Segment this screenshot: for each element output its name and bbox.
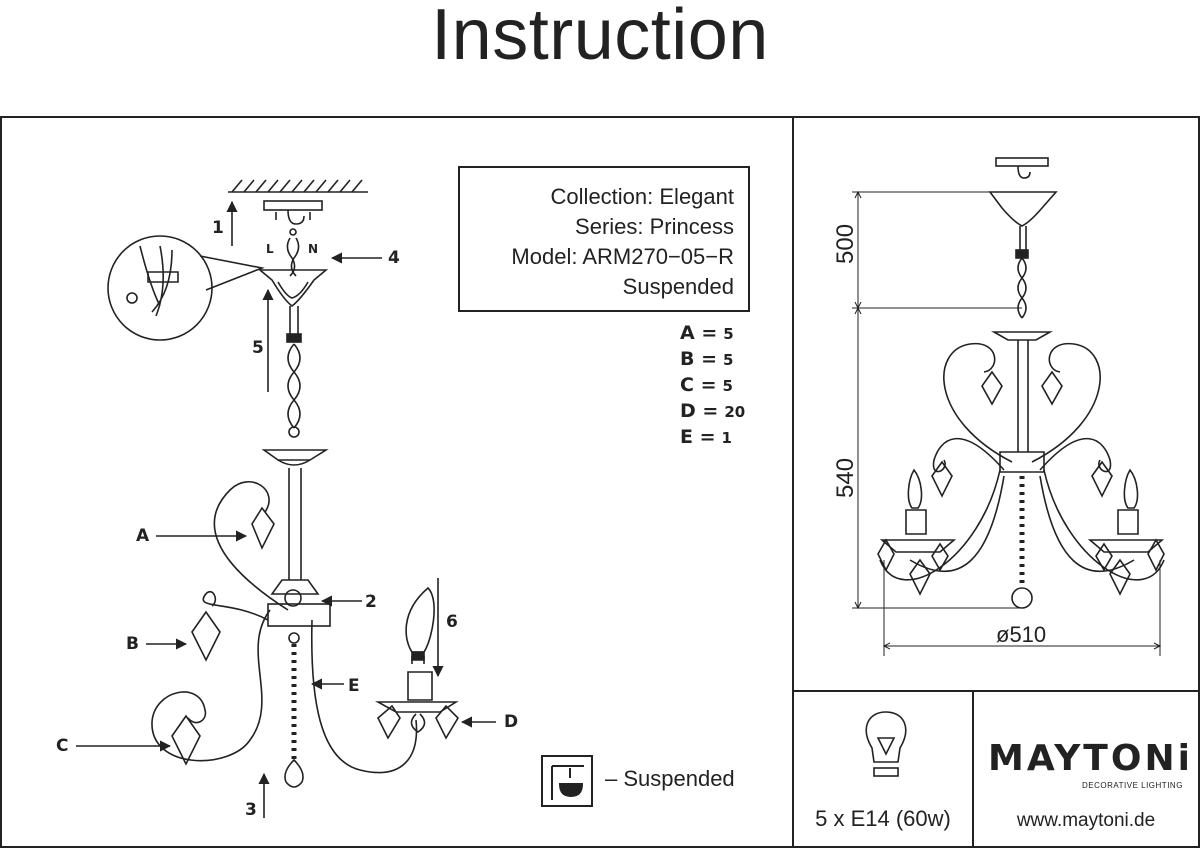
quantity-row: C =5: [680, 374, 733, 396]
part-e-label: E: [348, 676, 360, 696]
mounting-bracket: [263, 200, 323, 211]
quantity-row: B =5: [680, 348, 734, 370]
quantity-list: A =5 B =5 C =5 D =20 E =1: [680, 322, 745, 452]
part-a-label: A: [136, 526, 150, 546]
crystal-a: [251, 506, 275, 550]
quantity-row: A =5: [680, 322, 734, 344]
step-1-label: 1: [212, 218, 224, 238]
quantity-row: D =20: [680, 400, 746, 422]
crystal-c: [171, 714, 201, 766]
canopy: [257, 269, 329, 308]
part-c-label: C: [56, 736, 69, 756]
collection-text: Collection: Elegant: [550, 184, 734, 209]
bulb-icon: [865, 711, 907, 777]
step-5-label: 5: [252, 338, 264, 358]
bulb-spec: 5 x E14 (60w): [815, 806, 951, 831]
divider-horizontal: [794, 690, 1198, 692]
suspended-icon: [541, 755, 593, 807]
crystal-b: [191, 610, 221, 662]
hook: [287, 209, 305, 225]
step-3-label: 3: [245, 800, 257, 820]
model-text: Model: ARM270−05−R: [511, 244, 734, 269]
candle-bulb: [405, 586, 435, 653]
chain: [287, 343, 301, 429]
part-b-label: B: [126, 634, 139, 654]
dimension-lines: [852, 190, 1162, 656]
central-body: [267, 603, 331, 627]
wire-l-label: L: [266, 242, 274, 256]
info-box: Collection: Elegant Series: Princess Mod…: [458, 166, 750, 312]
step-4-label: 4: [388, 248, 400, 268]
brand-logo: MAYTONi: [988, 738, 1193, 779]
ceiling-hatch: [228, 179, 368, 193]
quantity-row: E =1: [680, 426, 732, 448]
page-title: Instruction: [431, 0, 769, 75]
dim-diameter: ø510: [996, 622, 1047, 647]
divider-footer: [972, 690, 974, 848]
front-elevation: [877, 157, 1165, 609]
suspended-legend: – Suspended: [605, 766, 735, 791]
diagram-frame: [0, 116, 1200, 848]
upper-cup: [261, 449, 329, 461]
step-6-label: 6: [446, 612, 458, 632]
dim-540: 540: [832, 457, 859, 498]
part-d-label: D: [504, 712, 519, 732]
divider-vertical: [792, 116, 794, 848]
candle-sleeve: [407, 671, 433, 701]
wire-n-label: N: [308, 242, 319, 256]
series-text: Series: Princess: [575, 214, 734, 239]
wiring-detail: [107, 235, 213, 341]
dim-500: 500: [832, 223, 859, 264]
pendant-drop: [284, 758, 304, 788]
arm-lower: [310, 619, 418, 774]
type-text: Suspended: [622, 274, 734, 299]
brand-tagline: DECORATIVE LIGHTING: [1082, 781, 1183, 790]
brand-url: www.maytoni.de: [1016, 810, 1156, 831]
step-2-label: 2: [365, 592, 377, 612]
arm-upper: [213, 480, 289, 611]
